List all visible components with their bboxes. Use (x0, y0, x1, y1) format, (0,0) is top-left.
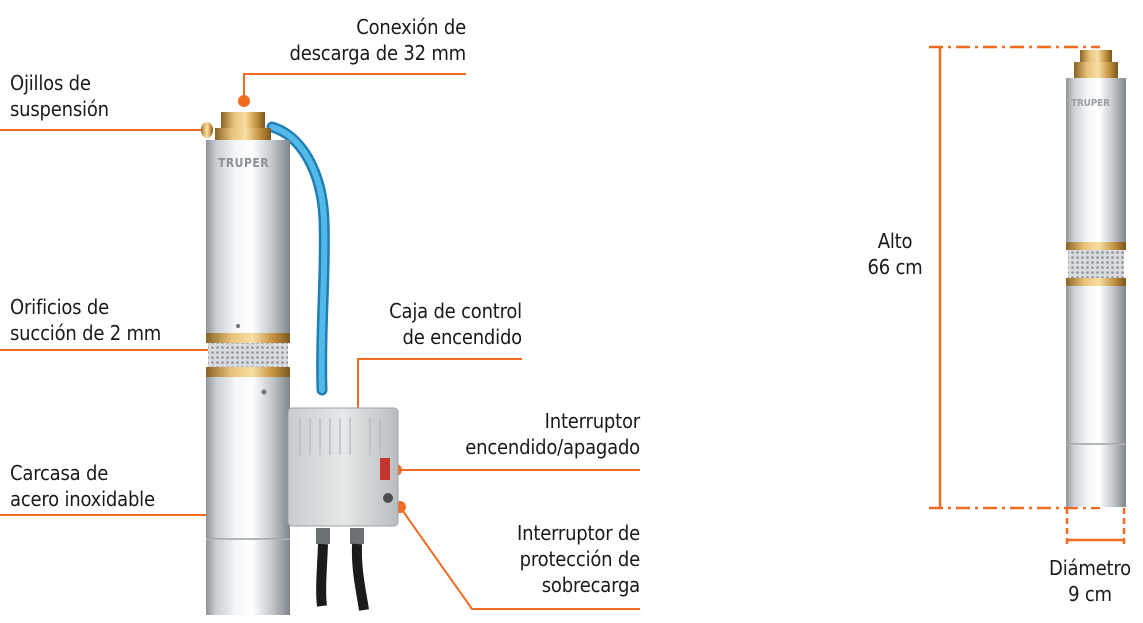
callout-suction-holes: Orificios de succión de 2 mm (10, 295, 162, 345)
pump-side-brand-logo: TRUPER (1071, 98, 1110, 109)
callout-discharge: Conexión de descarga de 32 mm (289, 15, 467, 65)
height-dimension-label: Alto 66 cm (867, 229, 923, 279)
pump-body (201, 112, 290, 615)
callout-control-box: Caja de control de encendido (389, 299, 522, 349)
callout-eyelets: Ojillos de suspensión (10, 71, 109, 121)
callout-overload-switch: Interruptor de protección de sobrecarga (517, 521, 640, 597)
callout-casing: Carcasa de acero inoxidable (10, 461, 155, 511)
pump-brand-logo: TRUPER (218, 156, 270, 170)
dimension-lines (929, 45, 1126, 545)
control-box (287, 407, 399, 611)
diameter-dimension-label: Diámetro 9 cm (1049, 556, 1131, 606)
callout-power-switch: Interruptor encendido/apagado (465, 409, 640, 459)
pump-side-view (1066, 50, 1126, 507)
callout-lines (0, 73, 640, 610)
